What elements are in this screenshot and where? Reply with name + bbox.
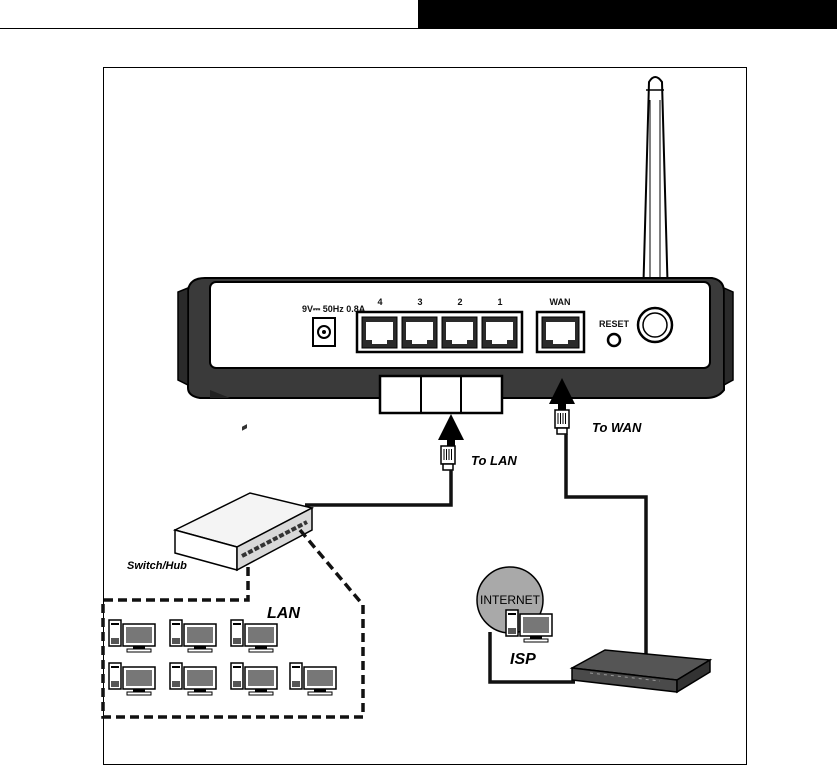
- modem-icon: [572, 650, 710, 692]
- isp-label: ISP: [510, 651, 536, 668]
- lan-pc-icon: [170, 620, 216, 652]
- port-label-1-text: 1: [497, 297, 502, 307]
- lan-pc-icon: [170, 663, 216, 695]
- lan-port-1: [482, 317, 517, 348]
- lan-port-group: [357, 312, 522, 352]
- lan-computers: [109, 620, 336, 695]
- reset-button: [608, 334, 620, 346]
- lan-plug-icon: [441, 446, 455, 470]
- wan-label: WAN: [550, 297, 571, 307]
- port-label-4: 4: [377, 297, 382, 307]
- lan-port-2: [442, 317, 477, 348]
- lan-port-4: [362, 317, 397, 348]
- port-label-3: 3: [417, 297, 422, 307]
- lan-label: LAN: [267, 605, 300, 622]
- lan-port-3: [402, 317, 437, 348]
- switch-hub-label: Switch/Hub: [127, 560, 187, 572]
- reset-label: RESET: [599, 319, 630, 329]
- lan-cable: [305, 470, 451, 505]
- lan-pc-icon: [290, 663, 336, 695]
- to-wan-label: To WAN: [592, 420, 642, 435]
- antenna-icon: [643, 77, 668, 300]
- isp-pc-icon: [506, 610, 552, 642]
- wan-plug-icon: [555, 410, 569, 434]
- internet-label: INTERNET: [480, 593, 541, 607]
- to-lan-label: To LAN: [471, 453, 517, 468]
- power-jack: [313, 318, 335, 346]
- lan-pc-icon: [231, 663, 277, 695]
- wan-cable: [566, 434, 646, 655]
- lan-pc-icon: [231, 620, 277, 652]
- port-label-2: 2: [457, 297, 462, 307]
- antenna-base: [638, 308, 672, 342]
- wan-port: [537, 312, 584, 352]
- lan-pc-icon: [109, 663, 155, 695]
- switch-hub-icon: [175, 424, 312, 570]
- lan-arrow-icon: [438, 414, 464, 446]
- lan-pc-icon: [109, 620, 155, 652]
- lan-bracket: [380, 376, 502, 413]
